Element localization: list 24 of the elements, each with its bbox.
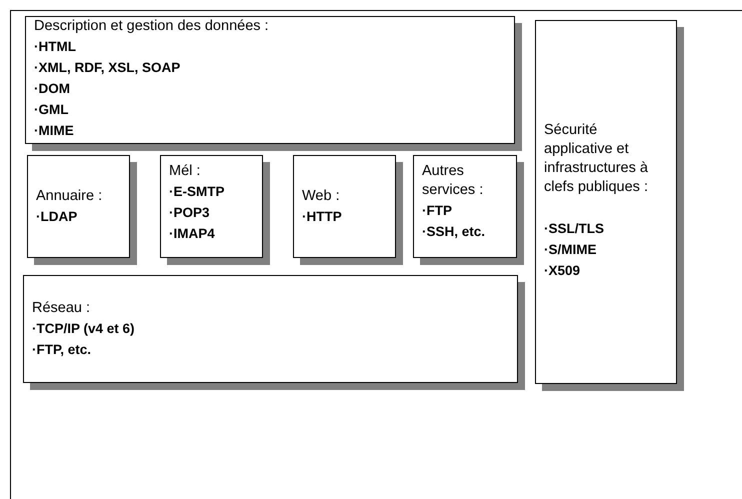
bullet-item: ·XML, RDF, XSL, SOAP [34, 59, 182, 77]
bullet-item: ·S/MIME [544, 241, 598, 259]
bullet-item: ·E-SMTP [169, 183, 226, 201]
bullet-item: ·LDAP [36, 208, 78, 226]
box-heading: Annuaire : [36, 186, 104, 206]
box-heading: Web : [302, 186, 341, 206]
bullet-item: ·FTP [422, 202, 453, 220]
bullet-item: ·SSL/TLS [544, 220, 605, 238]
bullet-item: ·FTP, etc. [32, 340, 92, 358]
box-heading: Description et gestion des données : [34, 17, 270, 36]
box-heading: Réseau : [32, 298, 92, 318]
bullet-item: ·DOM [34, 80, 71, 98]
bullet-item: ·GML [34, 101, 70, 119]
bullet-item: ·HTML [34, 38, 77, 56]
box-heading: Autres services : [422, 162, 484, 200]
bullet-item: ·HTTP [302, 208, 343, 226]
bullet-item: ·POP3 [169, 204, 211, 222]
bullet-item: ·TCP/IP (v4 et 6) [32, 320, 136, 338]
bullet-item: ·SSH, etc. [422, 223, 486, 241]
bullet-item: ·IMAP4 [169, 225, 216, 243]
box-heading: Mél : [169, 162, 202, 181]
bullet-item: ·X509 [544, 262, 582, 280]
box-heading: Sécurité applicative et infrastructures à clefs publiques : [544, 121, 649, 197]
bullet-item: ·MIME [34, 122, 75, 140]
